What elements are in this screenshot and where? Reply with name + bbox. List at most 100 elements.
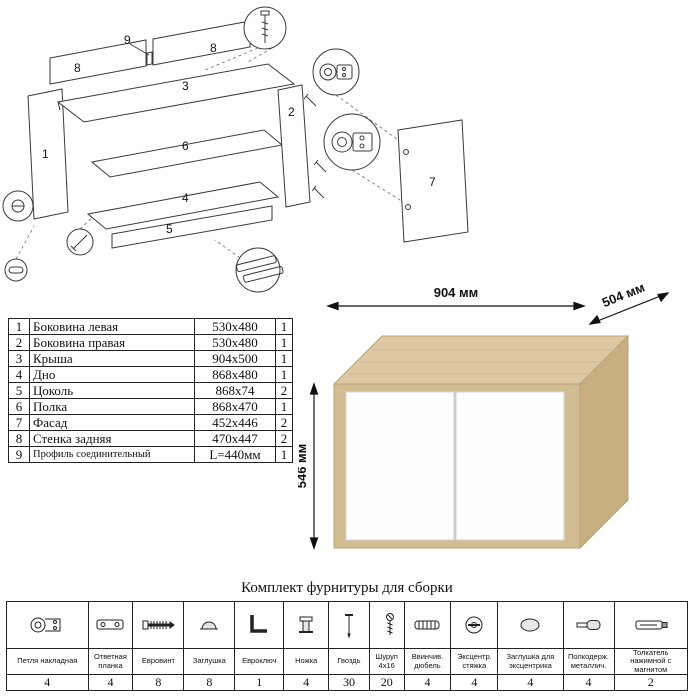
hardware-label: Ввинчив. дюбель <box>403 647 452 676</box>
hardware-label: Ножка <box>283 647 330 676</box>
part-name: Стенка задняя <box>29 430 195 447</box>
hardware-qty: 4 <box>283 674 330 692</box>
part-number: 1 <box>8 318 30 335</box>
part-number: 8 <box>8 430 30 447</box>
hardware-label: Гвоздь <box>328 647 370 676</box>
part-size: 530x480 <box>194 334 276 351</box>
table-row: 7 Фасад 452x446 2 <box>8 414 293 431</box>
part-name: Боковина правая <box>29 334 195 351</box>
part-qty: 2 <box>275 382 293 399</box>
part-label-1: 1 <box>42 147 49 161</box>
hardware-label: Толкатель нажимной с магнитом <box>613 647 688 676</box>
table-row: 3 Крыша 904x500 1 <box>8 350 293 367</box>
hardware-qty: 4 <box>450 674 499 692</box>
width-dimension-arrow <box>326 301 586 311</box>
part-size: 530x480 <box>194 318 276 335</box>
table-row: 9 Профиль соединительный L=440мм 1 <box>8 446 293 463</box>
part-number: 3 <box>8 350 30 367</box>
cam-icon <box>465 616 483 634</box>
hardware-qty: 1 <box>234 674 285 692</box>
table-row: 2 Боковина правая 530x480 1 <box>8 334 293 351</box>
nail-icon <box>345 614 354 639</box>
screw-icon <box>385 613 394 635</box>
part-number: 7 <box>8 414 30 431</box>
part-size: 868x470 <box>194 398 276 415</box>
part-qty: 1 <box>275 398 293 415</box>
euro-screw-icon <box>142 620 176 630</box>
hardware-qty: 4 <box>403 674 452 692</box>
part-number: 6 <box>8 398 30 415</box>
cabinet-left-door <box>345 391 455 541</box>
part-qty: 2 <box>275 430 293 447</box>
leg-icon <box>299 616 314 633</box>
part-name: Дно <box>29 366 195 383</box>
part-size: 904x500 <box>194 350 276 367</box>
part-size: L=440мм <box>194 446 276 463</box>
hardware-qty: 20 <box>368 674 405 692</box>
hardware-label: Заглушка <box>183 647 236 676</box>
table-row: 8 Стенка задняя 470x447 2 <box>8 430 293 447</box>
hardware-qty: 4 <box>562 674 615 692</box>
hardware-qty: 2 <box>613 674 688 692</box>
exploded-view-diagram: 9 8 8 3 1 2 6 4 5 7 <box>2 6 469 293</box>
part-name: Крыша <box>29 350 195 367</box>
hardware-kit-title: Комплект фурнитуры для сборки <box>241 580 453 596</box>
shelf-pin-icon <box>576 620 601 630</box>
hardware-label: Заглушка для эксцентрика <box>497 647 564 676</box>
part-number: 4 <box>8 366 30 383</box>
hardware-icons-row <box>6 601 688 649</box>
part-number: 2 <box>8 334 30 351</box>
part-label-3: 3 <box>182 79 189 93</box>
assembled-cabinet-render: 904 мм 504 мм 546 мм <box>298 282 670 550</box>
hardware-kit-section: Комплект фурнитуры для сборки <box>6 580 688 692</box>
part-size: 470x447 <box>194 430 276 447</box>
cam-cap-icon <box>520 618 540 632</box>
table-row: 4 Дно 868x480 1 <box>8 366 293 383</box>
hardware-label: Евровинт <box>132 647 185 676</box>
part-qty: 1 <box>275 366 293 383</box>
hardware-qty: 4 <box>87 674 134 692</box>
part-qty: 1 <box>275 446 293 463</box>
mounting-plate-icon <box>96 619 124 630</box>
part-label-4: 4 <box>182 191 189 205</box>
hardware-qty: 30 <box>328 674 370 692</box>
part-label-8a: 8 <box>74 61 81 75</box>
part-qty: 2 <box>275 414 293 431</box>
part-label-8b: 8 <box>210 41 217 55</box>
part-qty: 1 <box>275 334 293 351</box>
cap-icon <box>200 621 219 630</box>
part-size: 868x74 <box>194 382 276 399</box>
hardware-qty: 4 <box>6 674 89 692</box>
part-size: 868x480 <box>194 366 276 383</box>
hex-key-icon <box>250 615 268 633</box>
table-row: 1 Боковина левая 530x480 1 <box>8 318 293 335</box>
part-number: 5 <box>8 382 30 399</box>
hardware-qty-row: 4 4 8 8 1 4 30 20 4 4 4 4 2 <box>6 674 688 692</box>
depth-dimension-arrow <box>588 292 670 325</box>
width-dimension-label: 904 мм <box>434 285 479 300</box>
table-row: 5 Цоколь 868x74 2 <box>8 382 293 399</box>
part-name: Цоколь <box>29 382 195 399</box>
part-label-6: 6 <box>182 139 189 153</box>
hardware-kit-table: Петля накладная Ответная планка Евровинт… <box>6 601 688 692</box>
cabinet-right-door <box>455 391 565 541</box>
part-number: 9 <box>8 446 30 463</box>
part-name: Полка <box>29 398 195 415</box>
hardware-qty: 8 <box>132 674 185 692</box>
hinge-icon <box>30 617 61 633</box>
height-dimension-label: 546 мм <box>298 444 309 489</box>
hardware-qty: 4 <box>497 674 564 692</box>
cabinet-top-face <box>332 335 630 385</box>
hardware-qty: 8 <box>183 674 236 692</box>
part-qty: 1 <box>275 350 293 367</box>
hardware-label: Петля накладная <box>6 647 89 676</box>
part-qty: 1 <box>275 318 293 335</box>
part-name: Фасад <box>29 414 195 431</box>
height-dimension-arrow <box>309 382 319 550</box>
push-latch-icon <box>635 620 668 630</box>
hardware-labels-row: Петля накладная Ответная планка Евровинт… <box>6 647 688 676</box>
part-name: Профиль соединительный <box>29 446 195 463</box>
part-name: Боковина левая <box>29 318 195 335</box>
hardware-label: Полкодерж. металлич. <box>562 647 615 676</box>
